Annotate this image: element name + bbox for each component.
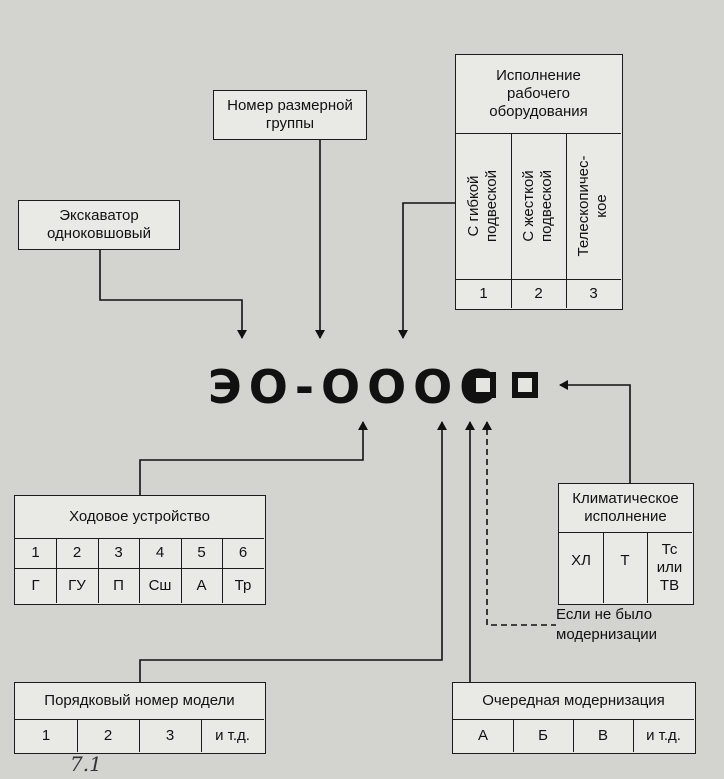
arrow-chassis (139, 421, 368, 495)
chassis-table: Ходовое устройство 1 2 3 4 5 6 Г ГУ П Сш… (14, 495, 266, 605)
arrow-equipment (398, 202, 455, 339)
model-number-1: 1 (41, 726, 51, 744)
model-number-2: 2 (103, 726, 113, 744)
chassis-num-2: 2 (72, 544, 82, 561)
equipment-num-1: 1 (479, 285, 488, 302)
equipment-num-3: 3 (589, 285, 598, 302)
modernization-v: В (597, 726, 608, 744)
climate-title-line2: исполнение (584, 508, 667, 525)
chassis-code-2: ГУ (68, 576, 86, 594)
no-mod-note-line1: Если не было (556, 606, 653, 623)
modernization-etc: и т.д. (646, 726, 681, 744)
chassis-code-1: Г (31, 576, 40, 594)
modernization-a: А (477, 726, 488, 744)
model-number-3: 3 (165, 726, 175, 744)
size-group-label-line1: Номер размерной (227, 97, 353, 114)
model-code-digits: OOOO (320, 360, 506, 414)
modernization-table: Очередная модернизация А Б В и т.д. (452, 682, 696, 754)
modernization-title: Очередная модернизация (482, 692, 665, 709)
model-code-prefix: ЭО- (208, 360, 321, 414)
chassis-num-1: 1 (31, 544, 40, 561)
model-number-title: Порядковый номер модели (44, 692, 235, 709)
chassis-num-6: 6 (238, 544, 248, 561)
model-number-table: Порядковый номер модели 1 2 3 и т.д. (14, 682, 266, 754)
climate-option-hl: ХЛ (571, 551, 591, 569)
code-slot-square-1 (470, 372, 496, 398)
chassis-code-3: П (113, 576, 124, 594)
model-number-etc: и т.д. (215, 726, 250, 744)
chassis-num-4: 4 (155, 544, 165, 561)
code-slot-square-2 (512, 372, 538, 398)
arrow-model-number (139, 421, 447, 682)
chassis-num-3: 3 (114, 544, 123, 561)
chassis-num-5: 5 (197, 544, 206, 561)
equipment-title-line2: рабочего (507, 85, 570, 102)
equipment-title-line3: оборудования (489, 103, 588, 120)
page-mark: 7.1 (70, 752, 102, 776)
size-group-box: Номер размерной группы (213, 90, 367, 140)
model-code: ЭО-OOOO (208, 360, 505, 414)
excavator-label-line2: одноковшовый (47, 225, 151, 242)
equipment-telescopic-label: Телескопичес-кое (575, 155, 610, 257)
excavator-type-box: Экскаватор одноковшовый (18, 200, 180, 250)
climate-title: Климатическое исполнение (559, 484, 692, 532)
chassis-title: Ходовое устройство (69, 508, 210, 525)
size-group-label-line2: группы (265, 115, 315, 132)
chassis-code-5: А (196, 576, 207, 594)
modernization-b: Б (538, 726, 548, 744)
climate-option-t: Т (620, 551, 630, 569)
equipment-title-line1: Исполнение (496, 67, 581, 84)
climate-table: Климатическое исполнение ХЛ Т Тс или ТВ (558, 483, 694, 605)
equipment-table: Исполнение рабочего оборудования С гибко… (455, 54, 623, 310)
climate-option-ts-tv: Тс или ТВ (656, 540, 683, 594)
equipment-num-2: 2 (534, 285, 543, 302)
no-modernization-note: Если не было модернизации (556, 605, 676, 645)
equipment-title: Исполнение рабочего оборудования (456, 55, 621, 133)
arrow-excavator (99, 250, 247, 339)
chassis-code-4: Сш (148, 576, 172, 594)
excavator-label-line1: Экскаватор (59, 207, 139, 224)
chassis-code-6: Тр (234, 576, 252, 594)
no-mod-note-line2: модернизации (556, 626, 657, 643)
arrow-climate (559, 380, 631, 483)
climate-title-line1: Климатическое (572, 490, 679, 507)
